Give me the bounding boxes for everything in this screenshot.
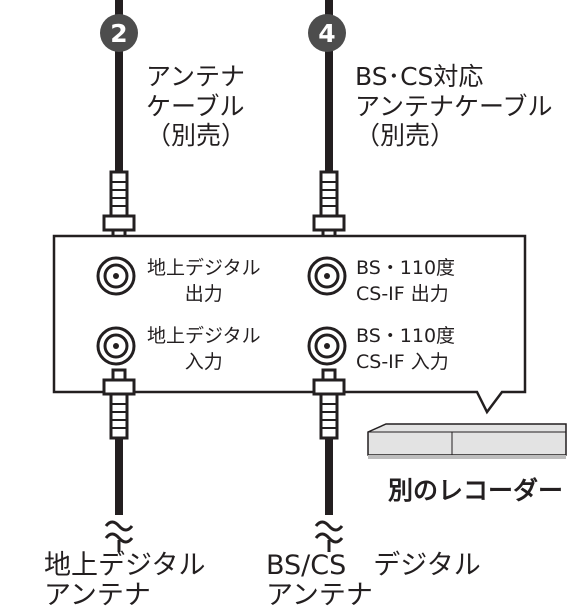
recorder-label: 別のレコーダー	[388, 476, 564, 505]
recorder-icon	[367, 423, 567, 459]
cable-number-badge: 4	[308, 14, 346, 52]
svg-text:2: 2	[110, 19, 127, 48]
antenna-cable-bs-bottom	[312, 368, 346, 552]
bs-input-label: BS・110度 CS-IF 入力	[356, 325, 456, 373]
bs-output-label: BS・110度 CS-IF 出力	[356, 257, 456, 305]
bs-input-jack	[307, 326, 347, 366]
terrestrial-input-jack	[96, 326, 136, 366]
bs-cs-antenna-cable-label: BS･CS対応 アンテナケーブル （別売）	[355, 62, 553, 150]
terrestrial-output-jack	[96, 256, 136, 296]
cable-number-badge: 2	[100, 14, 138, 52]
antenna-cable-label: アンテナ ケーブル （別売）	[146, 62, 247, 150]
bs-output-jack	[307, 256, 347, 296]
antenna-cable-terrestrial-bottom	[102, 368, 136, 552]
svg-text:4: 4	[318, 19, 335, 48]
terrestrial-output-label: 地上デジタル 出力	[147, 257, 261, 305]
terrestrial-input-label: 地上デジタル 入力	[147, 325, 261, 373]
terrestrial-antenna-label: 地上デジタル アンテナ	[44, 550, 206, 612]
bs-cs-antenna-label: BS/CS デジタル アンテナ	[266, 550, 481, 612]
